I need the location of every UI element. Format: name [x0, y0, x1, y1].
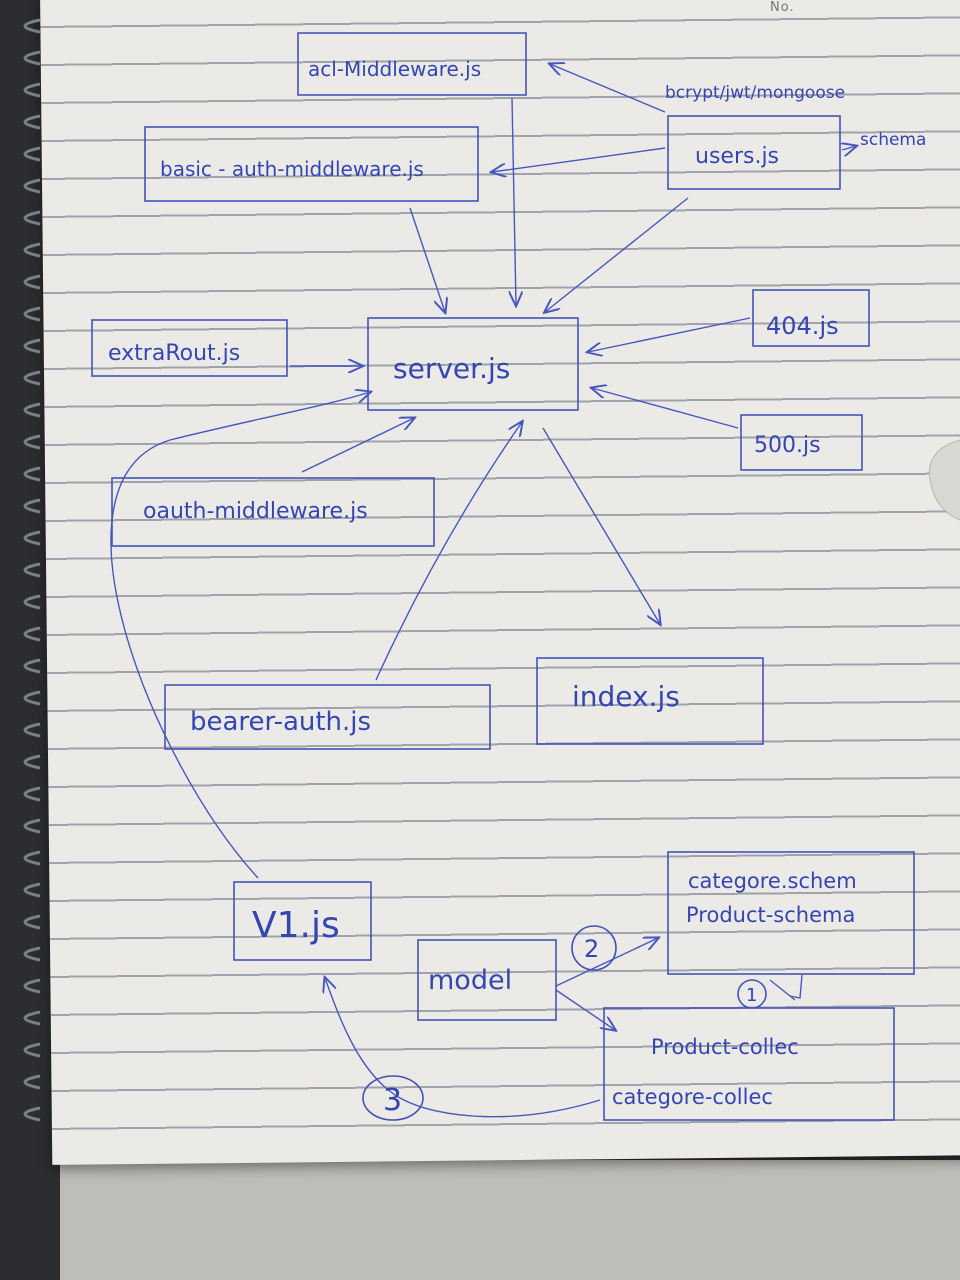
- node-schema2-label: Product-schema: [686, 903, 855, 927]
- arrow-acl-to-server: [512, 97, 516, 305]
- node-box-oauth: [111, 477, 435, 547]
- desk-surface: [60, 1160, 960, 1280]
- arrow-bearer-to-server: [375, 422, 522, 681]
- node-acl-label: acl-Middleware.js: [308, 57, 481, 81]
- node-index-label: index.js: [572, 680, 680, 713]
- arrow-users-schema-note: [842, 146, 856, 150]
- spiral-binding: [23, 18, 41, 1122]
- node-box-schemas: [667, 851, 915, 975]
- arrow-500-to-server: [592, 388, 739, 429]
- connectors: [110, 64, 856, 1118]
- node-box-extra: [91, 319, 288, 377]
- node-server-label: server.js: [393, 352, 510, 385]
- arrow-collections-to-v1: [325, 978, 601, 1118]
- node-box-404: [752, 289, 870, 347]
- node-users-label: users.js: [695, 144, 779, 169]
- arrow-basic-to-server: [409, 207, 445, 312]
- node-box-model: [417, 939, 557, 1021]
- arrow-users-to-basic: [492, 147, 666, 172]
- node-schema-label: schema: [860, 130, 926, 150]
- node-schema1-label: categore.schem: [688, 869, 857, 893]
- node-coll1-label: Product-collec: [651, 1035, 799, 1059]
- node-box-index: [536, 657, 764, 745]
- node-oauth-label: oauth-middleware.js: [143, 499, 368, 524]
- node-box-users: [667, 115, 841, 190]
- arrow-model-to-collections: [555, 989, 615, 1030]
- page-tab: [928, 439, 960, 521]
- node-box-500: [740, 414, 863, 471]
- node-coll2-label: categore-collec: [612, 1085, 773, 1109]
- page-number-label: No.: [770, 0, 795, 15]
- node-box-server: [367, 317, 579, 411]
- node-model-label: model: [428, 965, 512, 996]
- node-v1-label: V1.js: [252, 905, 340, 946]
- step-circle-3: [362, 1075, 424, 1121]
- step-1-label: 1: [746, 985, 757, 1006]
- node-500-label: 500.js: [754, 433, 821, 458]
- step-3-label: 3: [383, 1083, 402, 1118]
- node-extra-label: extraRout.js: [108, 341, 240, 366]
- arrow-users-to-server: [545, 197, 689, 312]
- step-circle-1: [737, 979, 767, 1009]
- step-2-label: 2: [584, 935, 599, 963]
- node-basic-label: basic - auth-middleware.js: [160, 157, 424, 181]
- tick-step1: [769, 979, 796, 1001]
- arrow-model-to-schemas: [555, 938, 658, 987]
- step-circle-2: [571, 925, 617, 971]
- node-404-label: 404.js: [766, 312, 839, 340]
- node-box-bearer: [164, 684, 491, 750]
- arrow-v1-to-server: [110, 392, 370, 879]
- arrow-users-to-acl: [550, 64, 666, 113]
- node-bearer-label: bearer-auth.js: [190, 707, 371, 737]
- arrow-server-to-index: [542, 427, 660, 624]
- arrow-404-to-server: [588, 317, 751, 352]
- node-libs-label: bcrypt/jwt/mongoose: [665, 83, 845, 103]
- node-box-acl: [297, 32, 527, 96]
- arrow-oauth-to-server: [301, 418, 414, 473]
- node-box-v1: [233, 881, 372, 961]
- node-box-basic: [144, 126, 479, 202]
- arrow-step1: [789, 974, 803, 999]
